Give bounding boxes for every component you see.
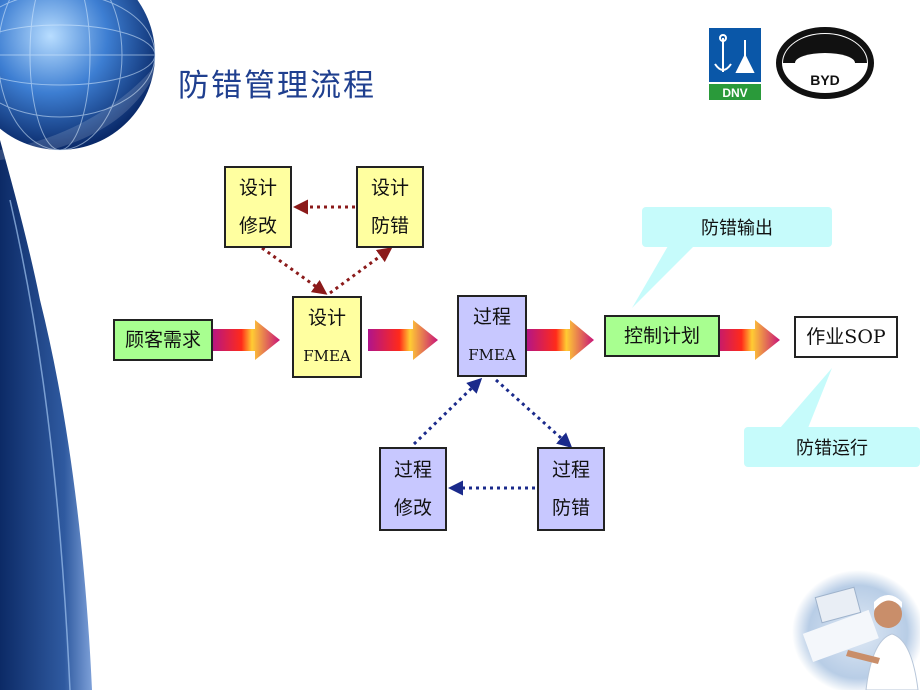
box-design-modify-line2: 修改 bbox=[238, 215, 277, 237]
box-process-mistake: 过程 防错 bbox=[537, 447, 605, 531]
box-design-fmea-line2: FMEA bbox=[303, 347, 351, 365]
globe-icon bbox=[0, 0, 155, 150]
callout-output-tail bbox=[632, 246, 694, 308]
globe-gridlines bbox=[0, 0, 156, 151]
flow-arrow-3 bbox=[525, 320, 594, 360]
flow-arrow-4 bbox=[710, 320, 780, 360]
link-design-fmea-to-mistake bbox=[329, 247, 393, 295]
operator-photo bbox=[792, 570, 920, 690]
box-process-modify-line2: 修改 bbox=[393, 497, 432, 519]
box-process-modify-line1: 过程 bbox=[393, 459, 432, 481]
callout-mistake-output-label: 防错输出 bbox=[701, 218, 773, 239]
box-design-modify-line1: 设计 bbox=[238, 177, 277, 199]
dnv-logo: DNV bbox=[709, 28, 761, 100]
box-sop: 作业SOP bbox=[794, 316, 898, 358]
byd-logo-text: BYD bbox=[810, 72, 840, 88]
blue-band bbox=[0, 140, 92, 690]
dnv-logo-text: DNV bbox=[722, 86, 747, 100]
box-process-fmea: 过程 FMEA bbox=[457, 295, 527, 377]
box-design-mistake-line1: 设计 bbox=[370, 177, 409, 199]
box-control-plan: 控制计划 bbox=[604, 315, 720, 357]
callout-mistake-output: 防错输出 bbox=[642, 207, 832, 247]
box-design-modify: 设计 修改 bbox=[224, 166, 292, 248]
box-process-mistake-line2: 防错 bbox=[551, 497, 590, 519]
box-customer-requirement: 顾客需求 bbox=[113, 319, 213, 361]
flow-arrow-1 bbox=[210, 320, 280, 360]
box-design-fmea-line1: 设计 bbox=[307, 307, 346, 329]
byd-logo: BYD bbox=[776, 27, 874, 99]
flow-arrow-2 bbox=[368, 320, 438, 360]
box-process-modify: 过程 修改 bbox=[379, 447, 447, 531]
box-design-fmea: 设计 FMEA bbox=[292, 296, 362, 378]
box-process-mistake-line1: 过程 bbox=[551, 459, 590, 481]
box-design-mistake: 设计 防错 bbox=[356, 166, 424, 248]
link-process-fmea-to-mistake bbox=[495, 378, 573, 448]
box-sop-label: 作业SOP bbox=[806, 326, 886, 348]
box-customer-requirement-label: 顾客需求 bbox=[124, 329, 201, 351]
box-process-fmea-line2: FMEA bbox=[468, 346, 516, 364]
callout-mistake-run-label: 防错运行 bbox=[796, 438, 868, 459]
callout-mistake-run: 防错运行 bbox=[744, 427, 920, 467]
callout-run-tail bbox=[780, 368, 832, 428]
link-design-modify-to-fmea bbox=[261, 246, 328, 295]
box-control-plan-label: 控制计划 bbox=[623, 325, 700, 347]
box-design-mistake-line2: 防错 bbox=[370, 215, 409, 237]
box-process-fmea-line1: 过程 bbox=[472, 306, 511, 328]
link-process-modify-to-fmea bbox=[412, 377, 483, 446]
page-title: 防错管理流程 bbox=[178, 68, 376, 104]
